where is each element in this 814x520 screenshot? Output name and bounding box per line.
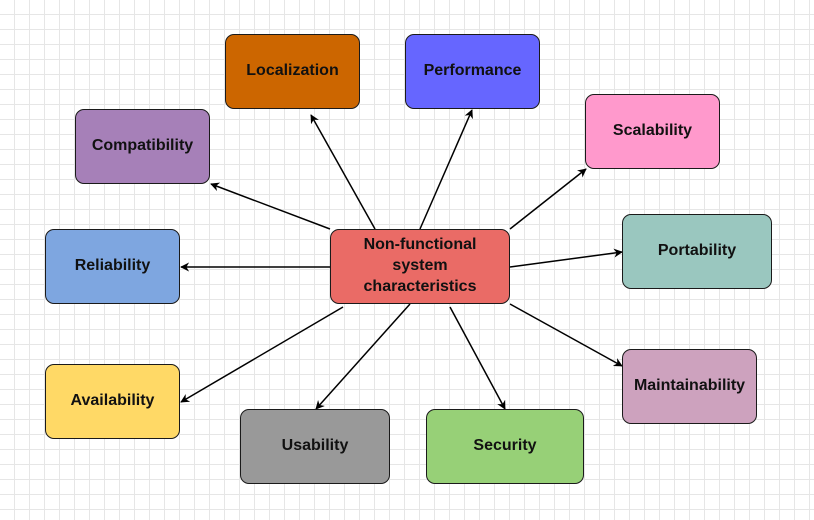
node-label: Scalability [612, 122, 693, 140]
node-localization[interactable]: Localization [225, 34, 360, 109]
node-non-functional-system-characteristics[interactable]: Non-functional system characteristics [330, 229, 510, 304]
node-reliability[interactable]: Reliability [45, 229, 180, 304]
edge-to-performance [419, 109, 473, 230]
edge-to-availability [180, 306, 344, 403]
node-label: Reliability [74, 257, 151, 275]
node-performance[interactable]: Performance [405, 34, 540, 109]
node-label: Portability [657, 242, 737, 260]
node-label: Performance [423, 62, 522, 80]
node-compatibility[interactable]: Compatibility [75, 109, 210, 184]
node-security[interactable]: Security [426, 409, 584, 484]
node-label: Security [473, 437, 537, 455]
node-availability[interactable]: Availability [45, 364, 180, 439]
node-label: Maintainability [633, 377, 746, 395]
node-label: Localization [246, 62, 339, 80]
node-label: Availability [70, 392, 155, 410]
node-portability[interactable]: Portability [622, 214, 772, 289]
node-label: Compatibility [91, 137, 194, 155]
node-label: Non-functional system characteristics [363, 236, 477, 295]
edge-to-scalability [509, 168, 587, 230]
edge-to-localization [310, 114, 376, 230]
edge-to-maintainability [509, 303, 623, 367]
edge-to-portability [509, 248, 623, 268]
node-maintainability[interactable]: Maintainability [622, 349, 757, 424]
edge-to-compatibility [210, 182, 331, 230]
node-label: Usability [281, 437, 349, 455]
edge-to-security [449, 306, 506, 410]
node-scalability[interactable]: Scalability [585, 94, 720, 169]
edge-to-usability [315, 303, 411, 410]
node-usability[interactable]: Usability [240, 409, 390, 484]
